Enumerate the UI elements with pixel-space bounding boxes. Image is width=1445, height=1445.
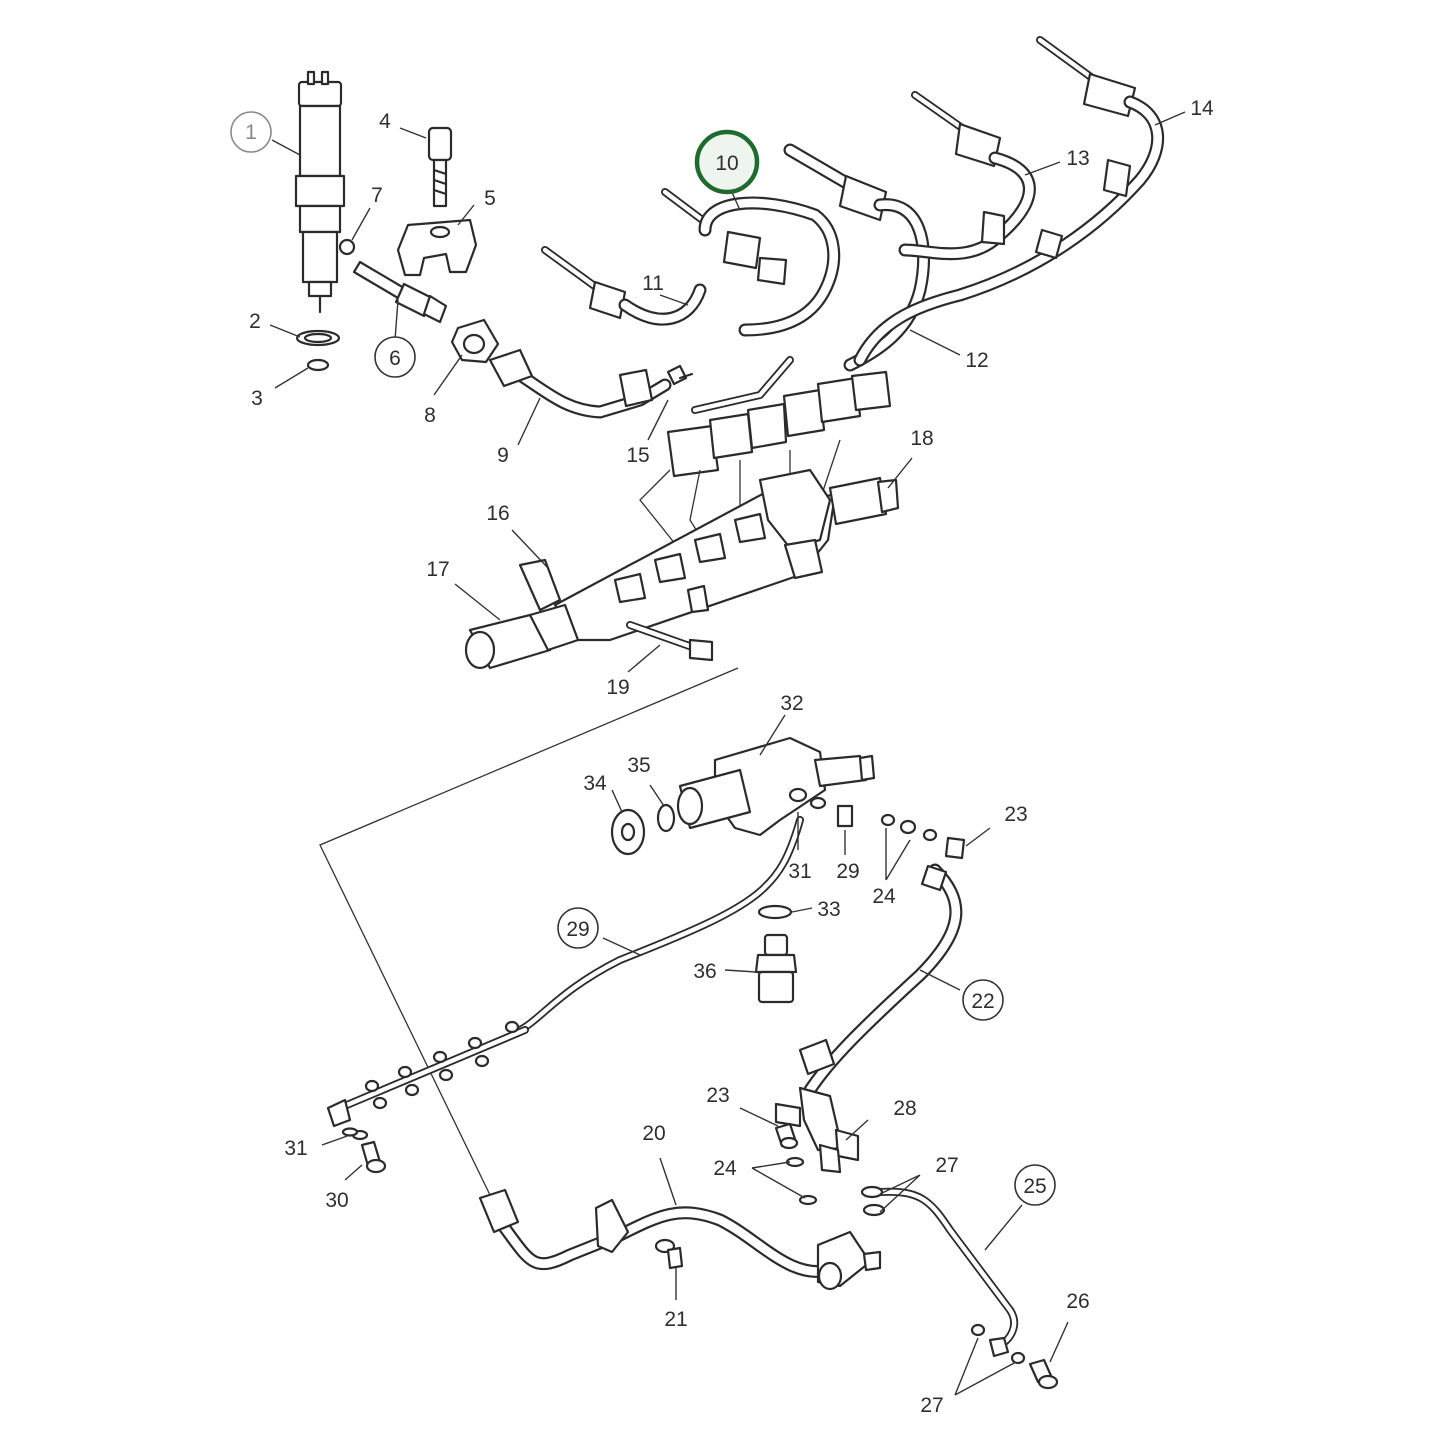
callout-7: 7	[371, 184, 383, 207]
clamp-hole	[429, 225, 451, 239]
injector-part-1[interactable]	[294, 70, 346, 314]
pump-washers[interactable]	[788, 787, 966, 860]
callout-5: 5	[484, 187, 496, 210]
bolt-part-23-lower[interactable]	[774, 1122, 799, 1150]
pipe-part-29[interactable]	[516, 816, 804, 1034]
injector-pipe-group[interactable]	[541, 36, 1165, 372]
callout-23-upper: 23	[1004, 803, 1027, 826]
bolt-part-26[interactable]	[1028, 1358, 1059, 1390]
bolt-part-4[interactable]	[427, 126, 453, 208]
callout-24-lower: 24	[713, 1157, 737, 1180]
junction-part-28[interactable]	[774, 1086, 860, 1174]
callout-23-lower: 23	[706, 1084, 729, 1107]
callout-ring-1	[230, 111, 272, 153]
callout-31-lower: 31	[284, 1137, 307, 1160]
bolt-part-21[interactable]	[654, 1238, 684, 1270]
callout-32: 32	[780, 692, 803, 715]
callout-33: 33	[817, 898, 840, 921]
pipe-part-20[interactable]	[478, 1188, 837, 1278]
callout-6: 6	[389, 347, 401, 370]
callout-27-upper: 27	[935, 1154, 958, 1177]
callout-14: 14	[1190, 97, 1214, 120]
callout-2: 2	[249, 310, 261, 333]
callout-labels: 1 2 3 4 5 6 7 8 9 10 11 12 13 14 15 16 1…	[245, 97, 1214, 1417]
callout-11: 11	[642, 272, 664, 295]
banjo-fitting-lower[interactable]	[816, 1230, 882, 1291]
callout-ring-6	[374, 336, 416, 378]
callout-21: 21	[664, 1308, 687, 1331]
bolt-part-19[interactable]	[626, 621, 714, 662]
callout-35: 35	[627, 754, 650, 777]
oring-part-35[interactable]	[656, 803, 676, 833]
callout-20: 20	[642, 1122, 665, 1145]
pipe-part-22[interactable]	[798, 863, 963, 1097]
callout-36: 36	[693, 960, 716, 983]
callout-29-plain: 29	[836, 860, 859, 883]
callout-ring-29	[557, 907, 599, 949]
callout-30: 30	[325, 1189, 348, 1212]
callout-12: 12	[965, 349, 988, 372]
callout-34: 34	[583, 772, 607, 795]
fitting-part-36[interactable]	[754, 933, 798, 1004]
pressure-valve-part-17[interactable]	[464, 558, 580, 670]
callout-25: 25	[1023, 1175, 1046, 1198]
callout-1: 1	[245, 121, 257, 144]
callout-16: 16	[486, 502, 509, 525]
oring-part-33[interactable]	[757, 904, 793, 920]
bolt-part-15-a[interactable]	[666, 364, 694, 386]
callout-ring-10-highlighted[interactable]	[694, 129, 760, 195]
rail-guide-lines	[639, 439, 841, 561]
washer-part-3[interactable]	[306, 358, 330, 372]
callout-29-ring: 29	[566, 918, 589, 941]
rail-fittings[interactable]	[666, 356, 892, 478]
callout-3: 3	[251, 387, 263, 410]
clamp-part-5[interactable]	[396, 218, 478, 277]
callout-18: 18	[910, 427, 933, 450]
callout-8: 8	[424, 404, 436, 427]
callout-4: 4	[379, 110, 391, 133]
callout-26: 26	[1066, 1290, 1089, 1313]
callout-ring-22	[962, 979, 1004, 1021]
callout-28: 28	[893, 1097, 916, 1120]
pipe-part-9[interactable]	[488, 348, 672, 419]
leakoff-rail[interactable]	[326, 1020, 529, 1128]
callout-24-upper: 24	[872, 885, 896, 908]
callout-13: 13	[1066, 147, 1089, 170]
seal-part-7[interactable]	[338, 238, 356, 256]
callout-9: 9	[497, 444, 509, 467]
pump-housing-part-32[interactable]	[676, 736, 876, 837]
callout-31-upper: 31	[788, 860, 811, 883]
pressure-sensor-part-18[interactable]	[828, 476, 900, 526]
washer-part-2-inner	[303, 332, 333, 344]
connector-part-6[interactable]	[352, 260, 448, 324]
callout-17: 17	[426, 558, 449, 581]
callout-ring-25	[1014, 1164, 1056, 1206]
leader-lines	[269, 111, 1186, 1396]
callout-22: 22	[971, 990, 994, 1013]
pipe-part-25[interactable]	[860, 1185, 1026, 1365]
callout-27-lower: 27	[920, 1394, 943, 1417]
washers-part-24-lower[interactable]	[341, 1127, 818, 1206]
nut-part-8[interactable]	[450, 318, 500, 364]
assembly-frame-line	[319, 667, 739, 1196]
callout-10[interactable]: 10	[715, 152, 738, 175]
callout-15: 15	[626, 444, 649, 467]
bolt-part-30[interactable]	[351, 1129, 387, 1174]
cap-part-34[interactable]	[610, 808, 646, 856]
callout-19: 19	[606, 676, 629, 699]
common-rail-part-16[interactable]	[553, 468, 837, 642]
